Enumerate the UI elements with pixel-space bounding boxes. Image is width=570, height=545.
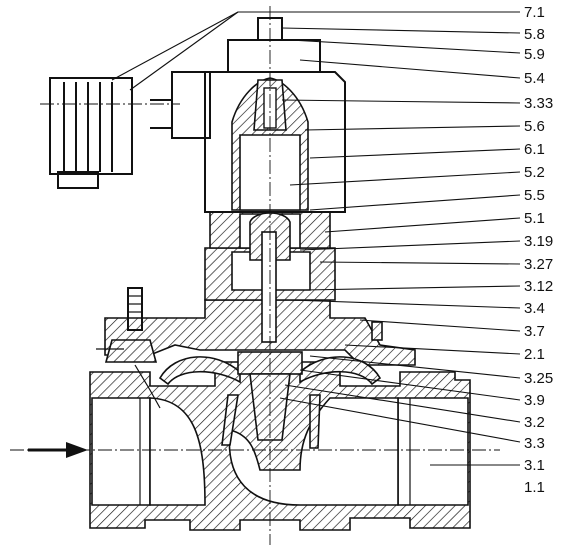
label-3-25: 3.25 (524, 370, 553, 387)
outlet-bore (397, 397, 469, 506)
label-3-12: 3.12 (524, 278, 553, 295)
label-3-33: 3.33 (524, 95, 553, 112)
label-3-1: 3.1 (524, 457, 545, 474)
label-3-19: 3.19 (524, 233, 553, 250)
label-3-9: 3.9 (524, 392, 545, 409)
leader-lines (111, 11, 521, 466)
diaphragm-assembly (158, 351, 382, 449)
label-3-4: 3.4 (524, 300, 545, 317)
label-1-1: 1.1 (524, 479, 545, 496)
label-5-4: 5.4 (524, 70, 545, 87)
plunger-tube (204, 211, 336, 343)
pilot-screw (96, 287, 161, 409)
connector-plug (49, 71, 211, 189)
label-3-3: 3.3 (524, 435, 545, 452)
label-3-2: 3.2 (524, 414, 545, 431)
label-5-8: 5.8 (524, 26, 545, 43)
flow-direction-arrow (28, 442, 88, 458)
label-5-1: 5.1 (524, 210, 545, 227)
flow-channel (149, 397, 206, 506)
label-5-2: 5.2 (524, 164, 545, 181)
label-5-6: 5.6 (524, 118, 545, 135)
label-7-1: 7.1 (524, 4, 545, 21)
label-6-1: 6.1 (524, 141, 545, 158)
label-5-5: 5.5 (524, 187, 545, 204)
inlet-bore (91, 397, 151, 506)
label-3-7: 3.7 (524, 323, 545, 340)
part-labels: 7.1 5.8 5.9 5.4 3.33 5.6 6.1 5.2 5.5 5.1… (524, 4, 553, 496)
label-3-27: 3.27 (524, 256, 553, 273)
label-5-9: 5.9 (524, 46, 545, 63)
label-2-1: 2.1 (524, 346, 545, 363)
